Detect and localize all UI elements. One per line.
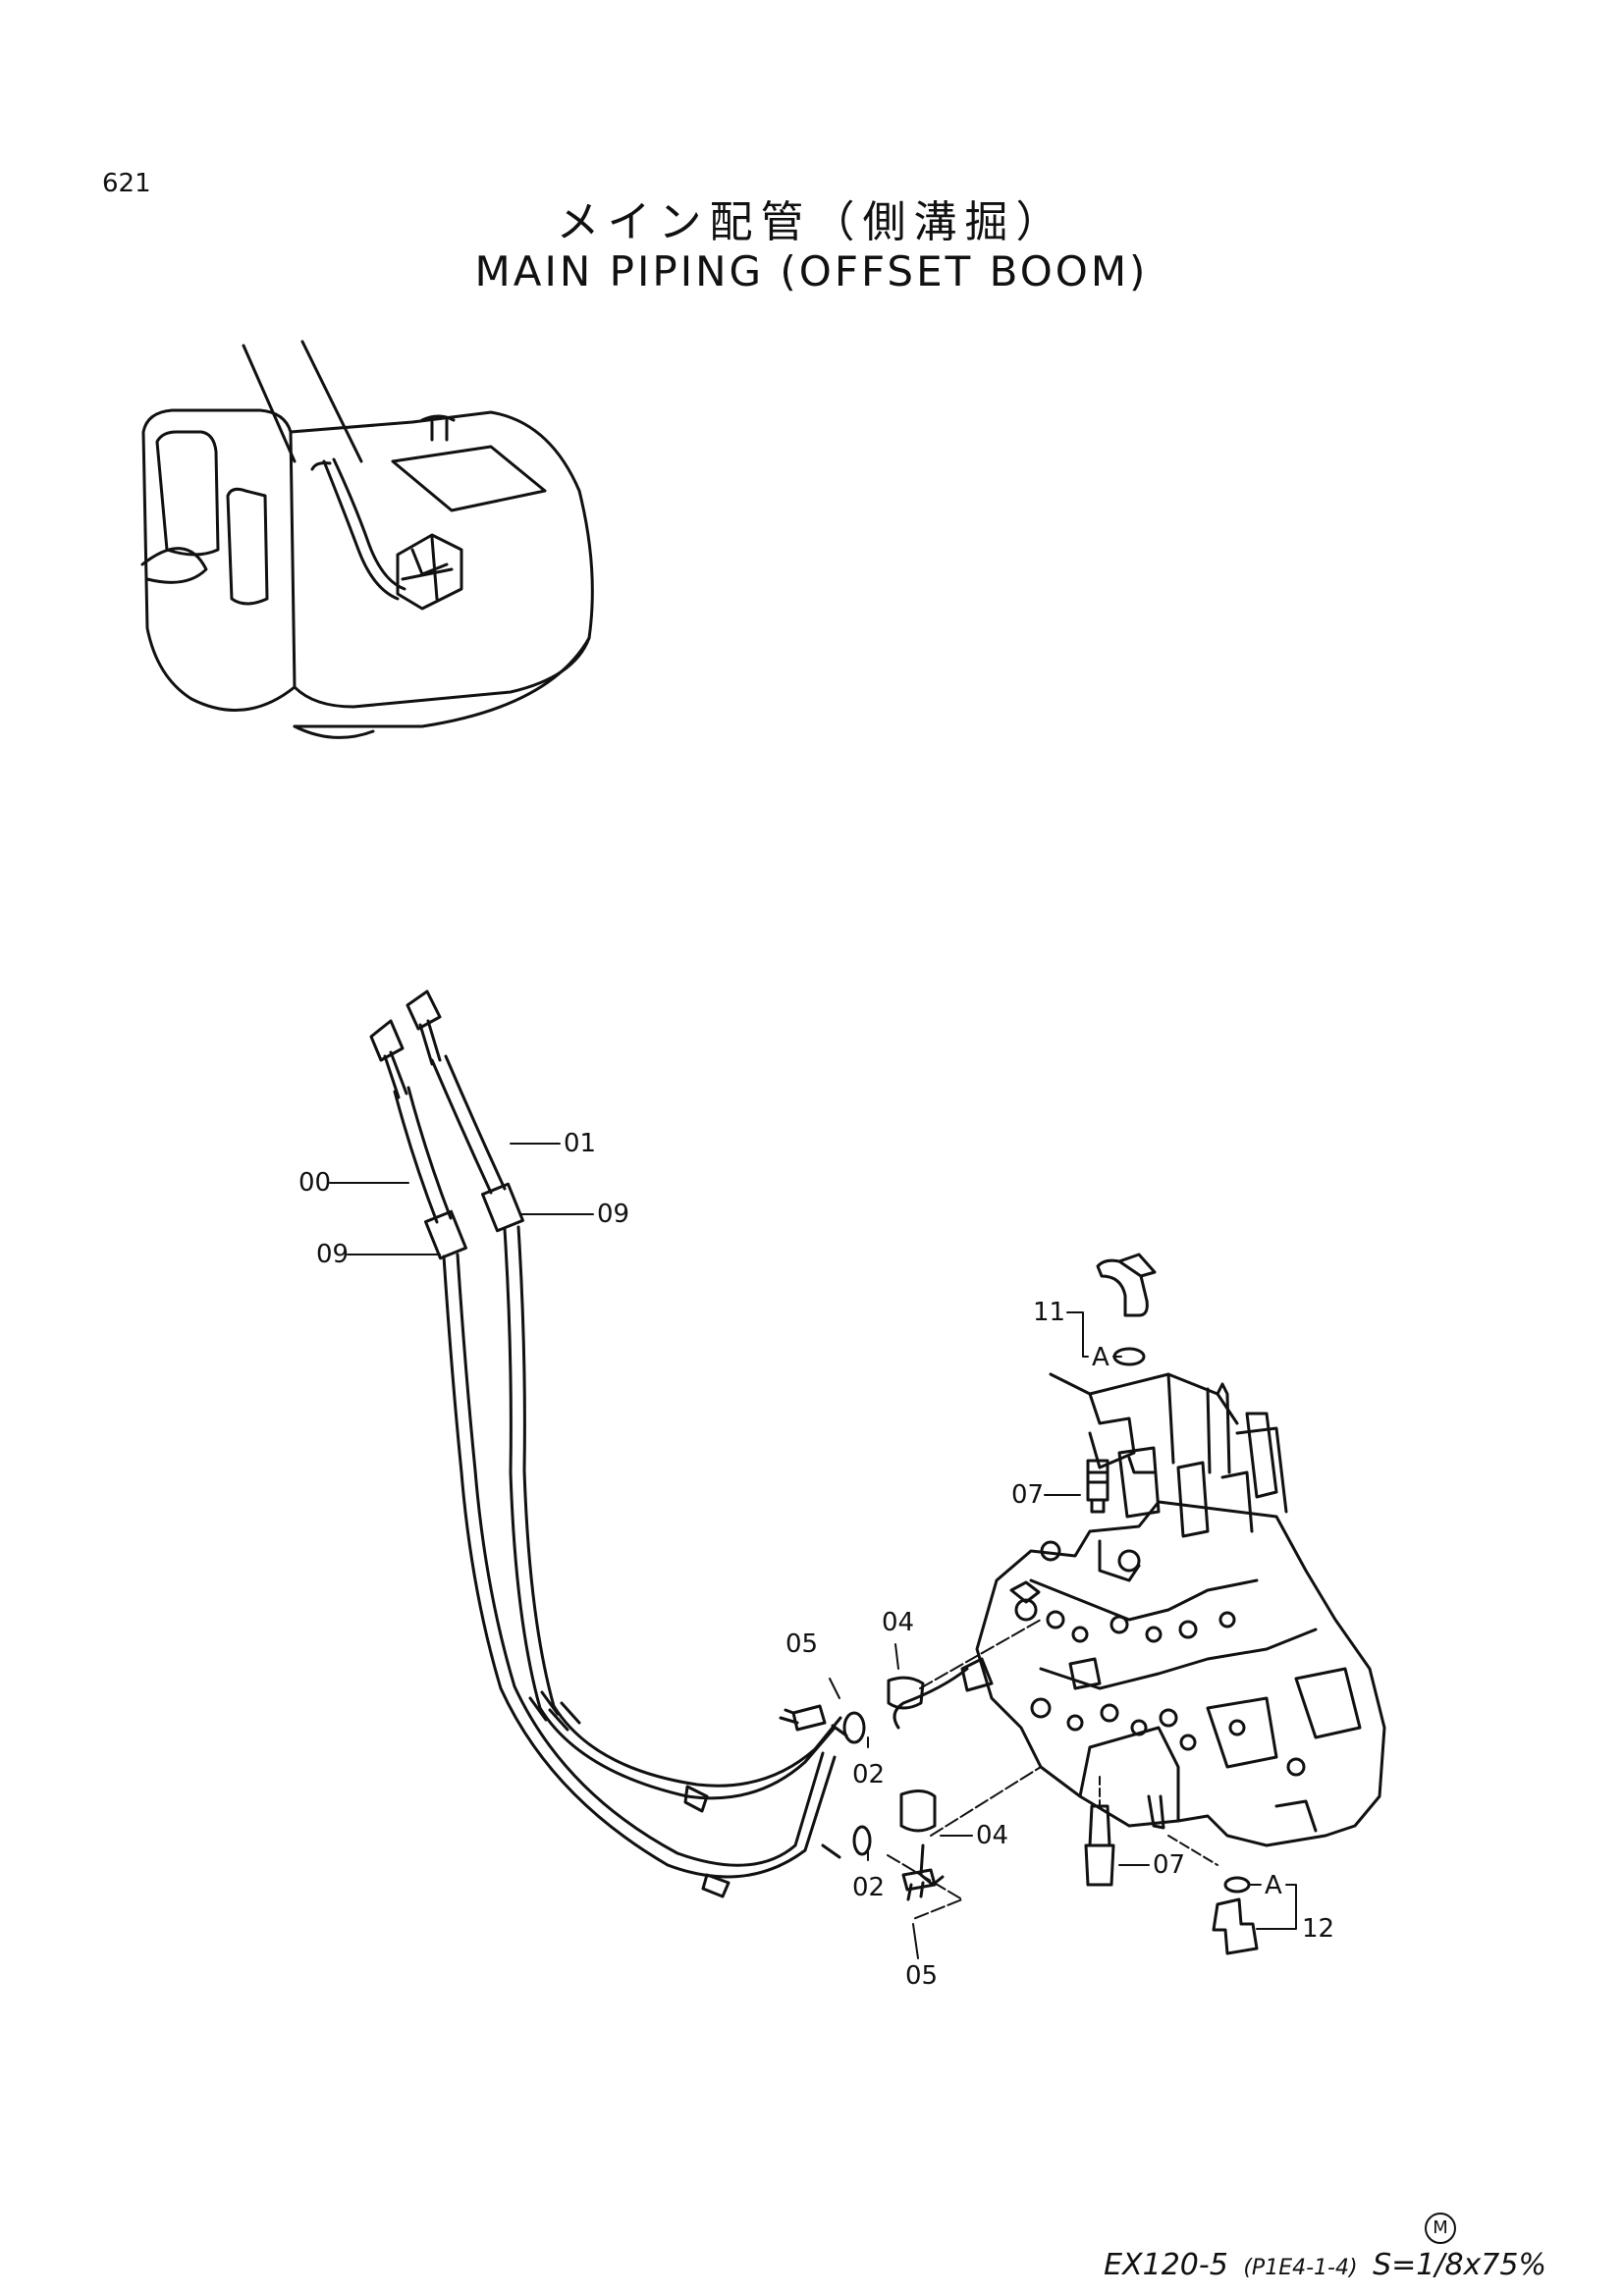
part-label-00: 00 xyxy=(298,1168,332,1198)
part-label-11: 11 xyxy=(1033,1298,1066,1327)
m-stamp: M xyxy=(1425,2213,1456,2244)
part-label-04: 04 xyxy=(976,1821,1009,1850)
page-number: 621 xyxy=(102,169,151,198)
control-valve-body xyxy=(975,1372,1386,1847)
part-label-02: 02 xyxy=(852,1760,886,1789)
part-label-12: 12 xyxy=(1302,1914,1335,1944)
excavator-overview-illustration xyxy=(140,340,594,739)
part-label-09: 09 xyxy=(597,1200,630,1229)
page-title-english: MAIN PIPING (OFFSET BOOM) xyxy=(474,247,1149,295)
leader-lines xyxy=(329,1143,1297,1959)
part-label-04: 04 xyxy=(882,1608,915,1637)
part-label-05: 05 xyxy=(785,1629,819,1659)
part-label-02: 02 xyxy=(852,1873,886,1902)
page-title-japanese: メイン配管（側溝掘） xyxy=(556,197,1067,247)
model-number: EX120-5 xyxy=(1104,2248,1228,2282)
part-label-09: 09 xyxy=(316,1240,350,1269)
scale-note: S=1/8x75% xyxy=(1373,2248,1546,2282)
page-code: (P1E4-1-4) xyxy=(1243,2256,1358,2280)
part-label-a: A xyxy=(1265,1871,1282,1900)
hose-assembly xyxy=(369,989,848,1898)
footer: EX120-5 (P1E4-1-4) S=1/8x75% xyxy=(1104,2248,1546,2282)
part-label-07: 07 xyxy=(1153,1850,1186,1880)
part-label-05: 05 xyxy=(905,1961,939,1991)
part-label-a: A xyxy=(1092,1343,1109,1372)
part-label-01: 01 xyxy=(564,1129,597,1158)
fittings xyxy=(779,1253,1259,1955)
part-label-07: 07 xyxy=(1011,1480,1045,1510)
